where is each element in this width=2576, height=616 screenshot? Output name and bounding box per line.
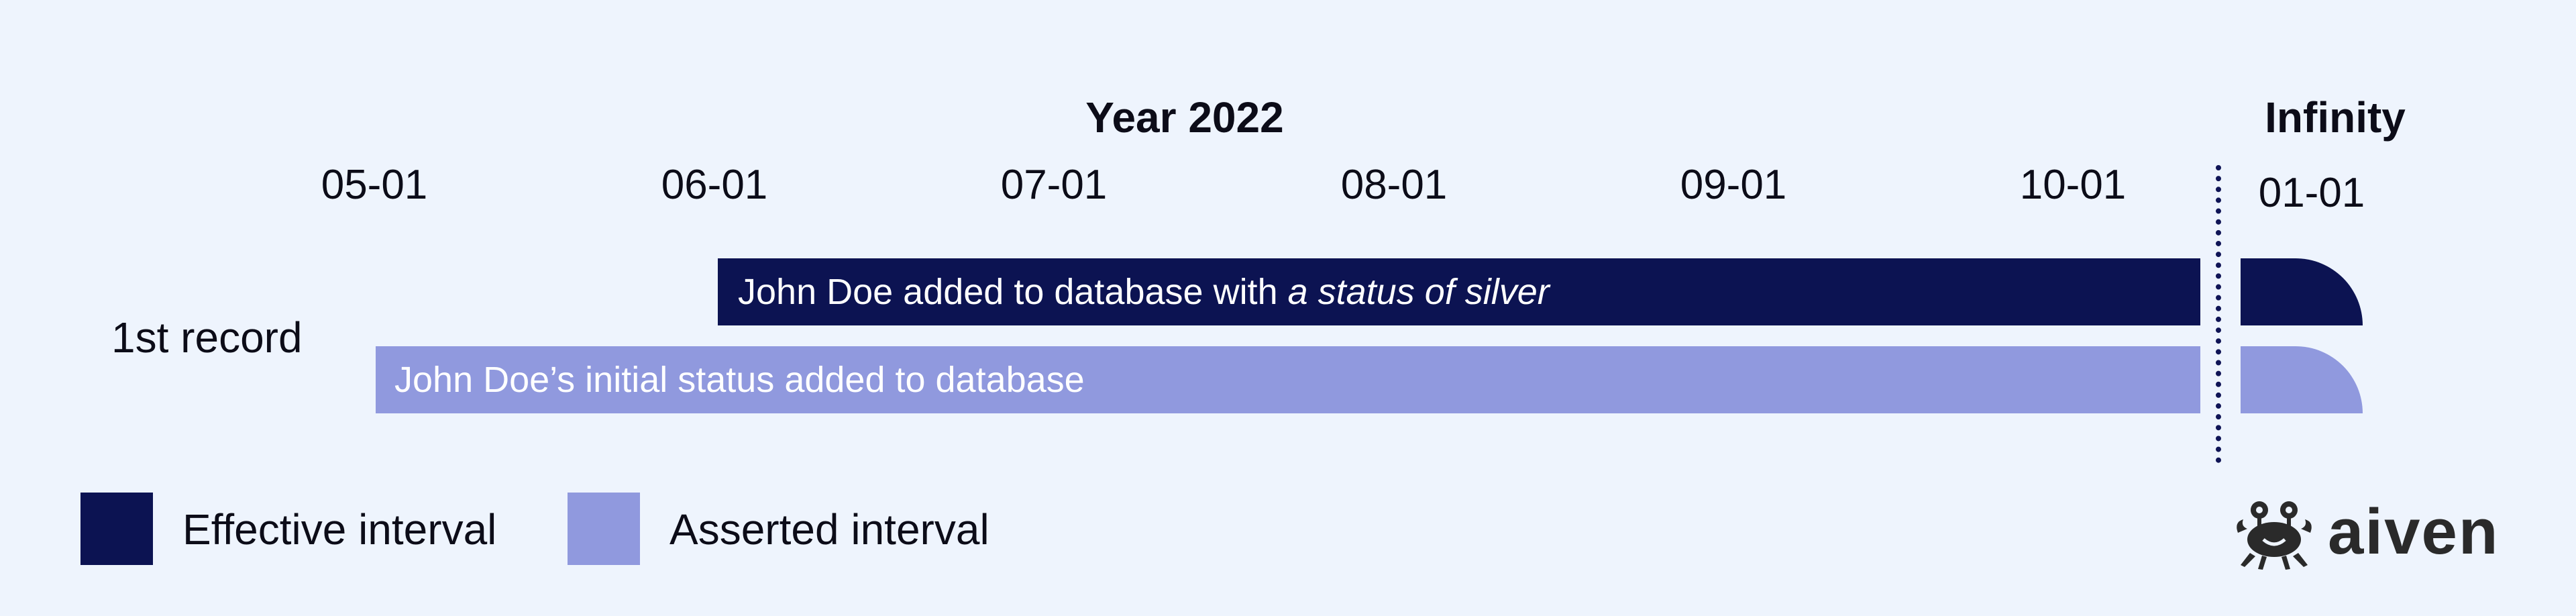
effective-interval-bar: John Doe added to database with a status… bbox=[718, 258, 2200, 325]
crab-icon bbox=[2234, 498, 2314, 572]
row-label: 1st record bbox=[111, 313, 303, 362]
asserted-bar-text: John Doe’s initial status added to datab… bbox=[394, 360, 1085, 400]
legend-label-asserted: Asserted interval bbox=[669, 505, 989, 554]
tick-label: 05-01 bbox=[321, 162, 428, 208]
tick-label: 10-01 bbox=[2019, 162, 2127, 208]
year-title: Year 2022 bbox=[1085, 93, 1284, 142]
asserted-interval-bar: John Doe’s initial status added to datab… bbox=[376, 346, 2200, 413]
legend-label-effective: Effective interval bbox=[182, 505, 497, 554]
tick-label: 08-01 bbox=[1340, 162, 1448, 208]
tick-label: 09-01 bbox=[1680, 162, 1787, 208]
infinity-tick-label: 01-01 bbox=[2258, 170, 2365, 216]
asserted-infinity-cap bbox=[2241, 346, 2363, 413]
infinity-title: Infinity bbox=[2265, 93, 2406, 142]
effective-infinity-cap bbox=[2241, 258, 2363, 325]
legend-swatch-effective bbox=[80, 493, 153, 565]
tick-label: 06-01 bbox=[661, 162, 768, 208]
effective-bar-emphasis: a status of silver bbox=[1287, 272, 1550, 312]
infinity-divider bbox=[2216, 165, 2221, 463]
legend-swatch-asserted bbox=[568, 493, 640, 565]
tick-label: 07-01 bbox=[1000, 162, 1108, 208]
effective-bar-text: John Doe added to database with bbox=[738, 272, 1288, 312]
aiven-logo-text: aiven bbox=[2328, 496, 2500, 568]
